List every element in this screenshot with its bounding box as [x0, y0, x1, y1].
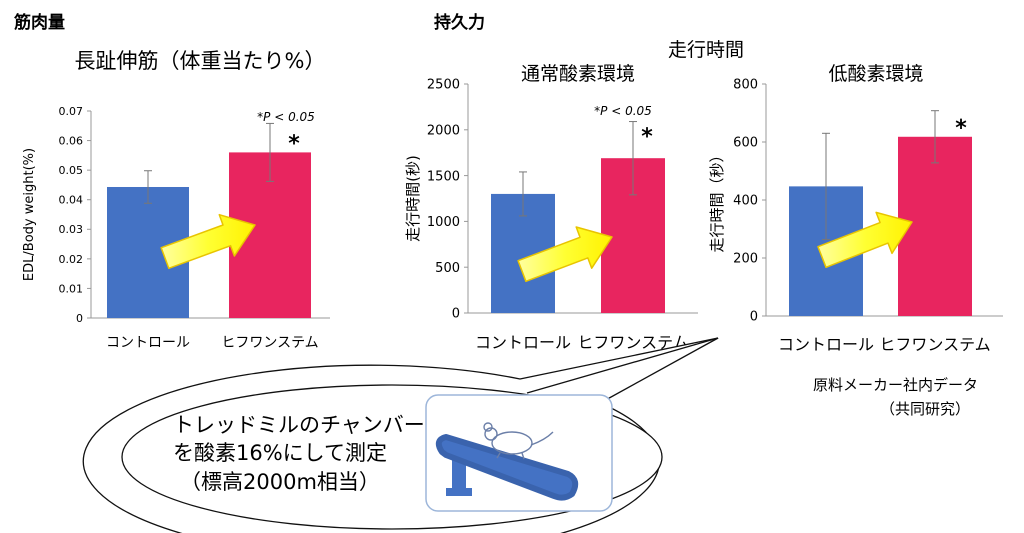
- source-line-2: （共同研究）: [880, 400, 970, 418]
- x-category-label: ヒフワンステム: [879, 335, 990, 354]
- y-tick-label: 0.04: [59, 194, 84, 207]
- significance-star: *: [955, 116, 967, 141]
- x-category-label: コントロール: [475, 333, 571, 352]
- treadmill-belt: [435, 434, 579, 501]
- x-category-label: ヒフワンステム: [577, 333, 688, 352]
- callout-line-3: （標高2000m相当）: [180, 470, 380, 494]
- y-axis-label: 走行時間（秒）: [708, 147, 726, 252]
- callout-line-1: トレッドミルのチャンバー内: [173, 413, 446, 437]
- chart-title: 低酸素環境: [828, 63, 923, 85]
- trend-arrow: [517, 226, 613, 283]
- y-tick-label: 400: [733, 194, 758, 209]
- y-tick-label: 0: [452, 307, 460, 322]
- y-tick-label: 0.02: [59, 253, 84, 266]
- y-axis-label: 走行時間(秒): [404, 155, 422, 242]
- treadmill-stand-base: [446, 488, 472, 496]
- y-tick-label: 0: [76, 312, 83, 325]
- mouse-icon: [483, 422, 554, 460]
- y-tick-label: 0.05: [59, 164, 84, 177]
- x-category-label: コントロール: [778, 335, 874, 354]
- y-tick-label: 2500: [427, 78, 460, 93]
- run-time-heading: 走行時間: [668, 39, 744, 61]
- trend-arrow: [817, 211, 913, 269]
- y-tick-label: 600: [733, 136, 758, 151]
- chart-normal-oxygen: 通常酸素環境 0 500 1000 1500 2000 2500 走行時間(秒) コントロール…: [404, 63, 698, 352]
- section-muscle-heading: 筋肉量: [13, 12, 65, 33]
- y-tick-label: 2000: [427, 123, 460, 138]
- y-tick-label: 0.06: [59, 135, 84, 148]
- y-tick-label: 0: [750, 310, 758, 325]
- significance-star: *: [288, 131, 300, 156]
- treadmill-illustration: [425, 394, 613, 512]
- y-tick-label: 0.03: [59, 223, 84, 236]
- x-category-label: コントロール: [106, 335, 190, 351]
- bar-hifuwa: [898, 136, 972, 316]
- p-value-annotation: *P < 0.05: [594, 104, 652, 118]
- y-tick-label: 0.07: [59, 105, 84, 118]
- callout-line-2: を酸素16%にして測定: [173, 441, 387, 465]
- chart-title: 長趾伸筋（体重当たり%）: [75, 49, 326, 73]
- y-tick-label: 200: [733, 252, 758, 267]
- y-tick-label: 0.01: [59, 282, 84, 295]
- callout-bubble: トレッドミルのチャンバー内 を酸素16%にして測定 （標高2000m相当）: [82, 337, 719, 533]
- chart-edl: 長趾伸筋（体重当たり%） 0 0.01 0.02 0.03 0.04 0.05 0.06 0.…: [22, 49, 330, 351]
- chart-low-oxygen: 低酸素環境 0 200 400 600 800 走行時間（秒） コントロールヒフワンステム *: [708, 63, 1003, 354]
- p-value-annotation: *P < 0.05: [257, 110, 315, 124]
- x-category-label: ヒフワンステム: [221, 335, 318, 351]
- section-endurance-heading: 持久力: [434, 12, 485, 33]
- y-tick-label: 500: [435, 261, 460, 276]
- y-tick-label: 800: [733, 78, 758, 93]
- y-axis-label: EDL/Body weight(%): [22, 148, 37, 281]
- source-line-1: 原料メーカー社内データ: [813, 376, 978, 394]
- significance-star: *: [641, 125, 653, 150]
- trend-arrow: [160, 213, 256, 270]
- y-tick-label: 1000: [427, 215, 460, 230]
- y-tick-label: 1500: [427, 169, 460, 184]
- chart-title: 通常酸素環境: [521, 63, 635, 85]
